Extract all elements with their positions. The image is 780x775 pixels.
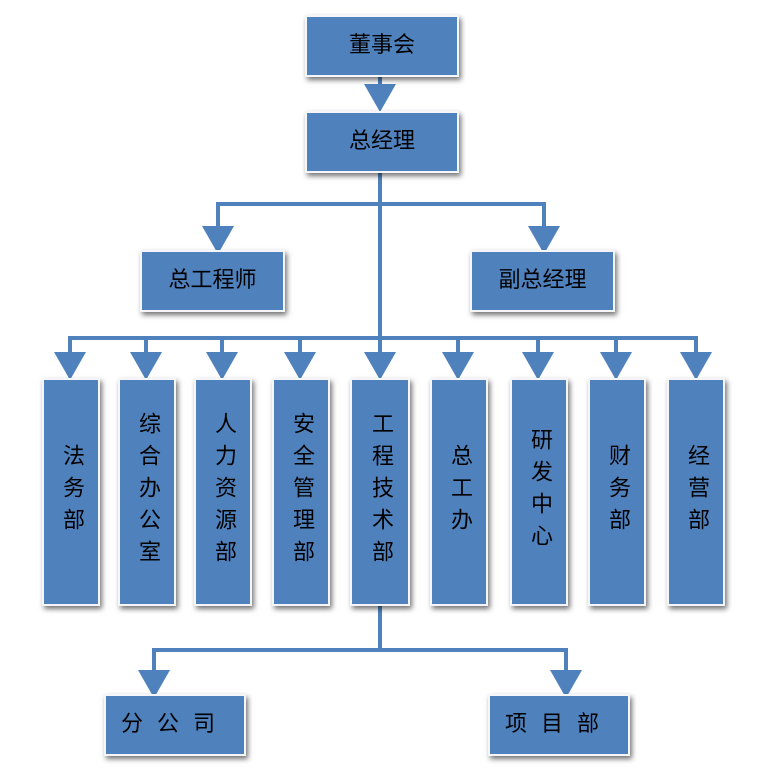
chief-engineer-box: 总工程师 [140,250,285,312]
connector-chief-engineer [202,202,382,254]
dept-general-office: 综合办公室 [118,378,176,606]
dept-safety-management: 安全管理部 [272,378,330,606]
dept-finance: 财务部 [588,378,646,606]
dept-business: 经营部 [667,378,725,606]
connector-subsidiary [138,648,382,698]
board-box: 董事会 [305,15,459,77]
dept-legal: 法务部 [42,378,100,606]
deputy-gm-box: 副总经理 [470,250,615,312]
connector-project-dept [378,648,582,698]
dept-rnd-center: 研发中心 [510,378,568,606]
connector-deputy-gm [378,202,560,254]
project-dept-box: 项目部 [488,694,630,756]
subsidiary-box: 分公司 [104,694,246,756]
dept-human-resources: 人力资源部 [194,378,252,606]
general-manager-box: 总经理 [305,111,459,173]
dept-chief-engineer-office: 总工办 [430,378,488,606]
dept-engineering-tech: 工程技术部 [350,378,410,606]
